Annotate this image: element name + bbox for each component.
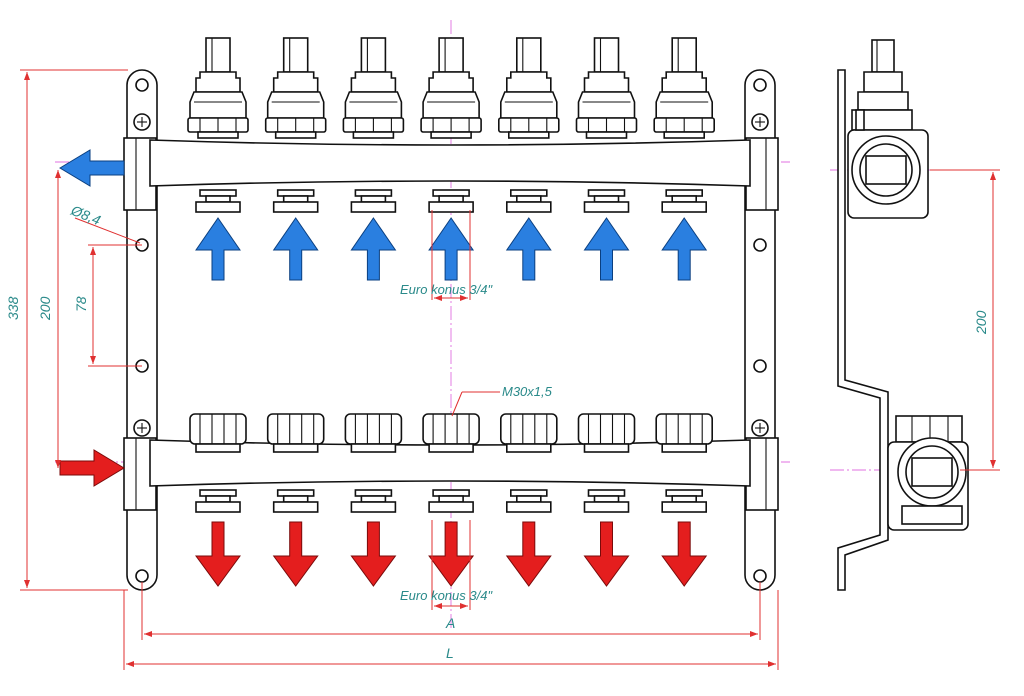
dim-200-right-label: 200 [973,310,989,335]
thermostatic-valve [420,37,482,139]
return-outlet [195,189,241,213]
thermostatic-valve [497,37,560,139]
euro-konus-bottom-label: Euro konus 3/4" [400,588,493,603]
return-arrow-icon [505,217,552,281]
return-arrow-icon [195,217,241,281]
return-outlet [350,189,397,213]
flow-meter-nut [344,413,403,453]
return-arrow-icon [583,217,630,281]
supply-arrow-icon [350,521,397,587]
supply-outlet [428,489,474,513]
thermostatic-valve [187,37,249,139]
thread-label: M30x1,5 [502,384,553,399]
dim-A-label: A [445,615,455,631]
flow-meter-nut [655,413,714,453]
return-arrows [195,217,708,281]
return-bar [149,139,751,187]
flow-meter-nut [266,413,325,453]
thermostatic-valves [187,37,716,139]
return-outlets [195,189,708,213]
return-arrow-icon [661,217,708,281]
right-bracket [744,69,779,591]
supply-arrow-icon [661,521,708,587]
supply-arrow-icon [195,521,241,587]
dimensions [20,69,1000,670]
hole-diameter-label: Ø8,4 [68,202,103,229]
thermostatic-valve [264,37,327,139]
supply-outlet [195,489,241,513]
return-outlet [428,189,474,213]
return-outlet [272,189,319,213]
dim-200-left-label: 200 [37,296,53,321]
supply-outlet [505,489,552,513]
supply-arrow-icon [505,521,552,587]
side-view [837,39,969,591]
supply-arrow-icon [583,521,630,587]
return-main-arrow-icon [59,149,125,187]
thermostatic-valve [653,37,716,139]
return-arrow-icon [272,217,319,281]
flow-meter-nut [189,413,247,453]
supply-arrow-icon [272,521,319,587]
euro-konus-top-label: Euro konus 3/4" [400,282,493,297]
return-outlet [505,189,552,213]
thermostatic-valve [575,37,638,139]
return-arrow-icon [350,217,397,281]
supply-main-arrow-icon [59,449,125,487]
flow-meter-nut [577,413,636,453]
thermostatic-valve [342,37,405,139]
flow-meter-nut [422,413,480,453]
return-outlet [661,189,708,213]
supply-outlet [661,489,708,513]
supply-arrows [195,521,708,587]
return-outlet [583,189,630,213]
dim-L-label: L [446,645,454,661]
supply-outlet [350,489,397,513]
dim-338-label: 338 [5,296,21,320]
dim-78-label: 78 [73,296,89,312]
supply-arrow-icon [428,521,475,587]
supply-outlets [195,489,708,513]
supply-outlet [272,489,319,513]
return-arrow-icon [428,217,475,281]
flow-meter-nut [499,413,558,453]
supply-outlet [583,489,630,513]
